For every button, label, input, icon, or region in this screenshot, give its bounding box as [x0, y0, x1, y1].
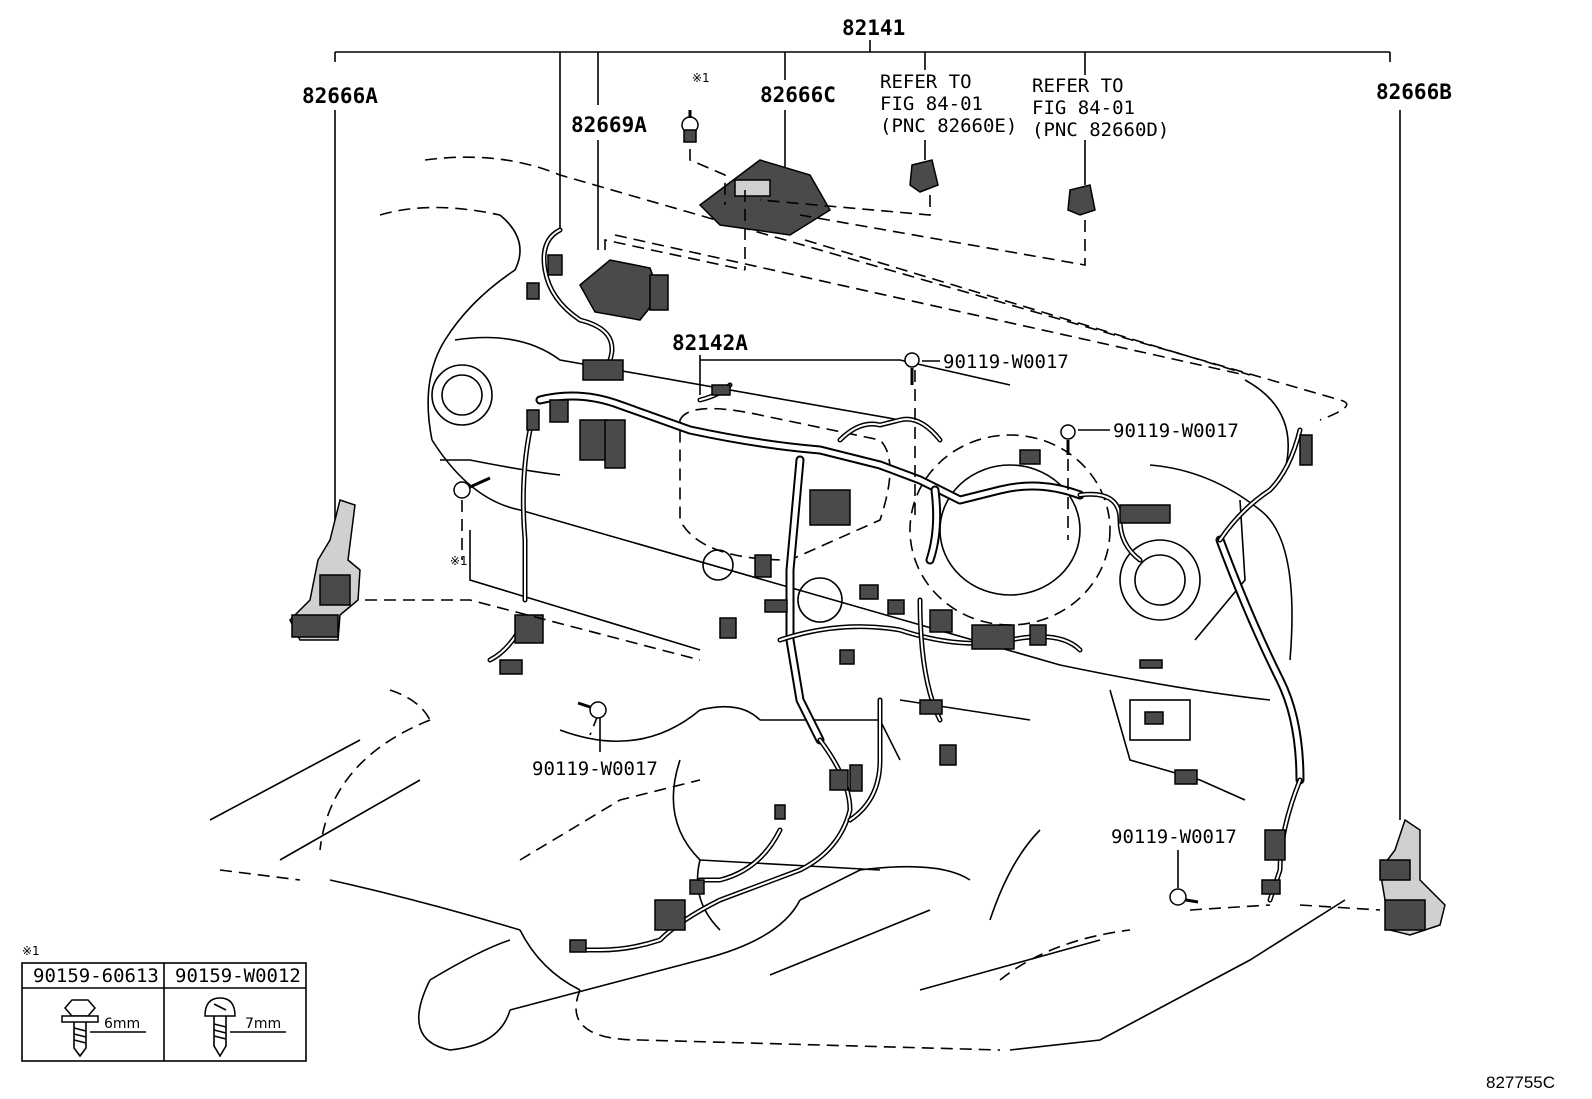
bracket-82666c	[698, 159, 832, 236]
bolt-icon-top	[681, 110, 699, 143]
top-bracket-lines	[334, 40, 1401, 820]
label-sub-harness: 82142A	[672, 331, 748, 355]
note-mark-left: ※1	[450, 554, 468, 568]
label-bracket-c: 82666C	[760, 83, 836, 107]
table-note-mark: ※1	[22, 944, 40, 958]
bolt-label-2: 90119-W0017	[1113, 420, 1239, 442]
refer-82660d: REFER TO FIG 84-01 (PNC 82660D)	[1032, 75, 1169, 141]
bolt-icon-dash-right	[1060, 424, 1076, 455]
table-part-2: 90159-W0012	[175, 965, 301, 987]
dashboard-outline	[379, 156, 1348, 801]
bolt-icon-lower-left	[577, 701, 607, 719]
refer-d-line3: (PNC 82660D)	[1032, 119, 1169, 141]
assembly-dashed-lines	[365, 130, 1381, 911]
table-size-1: 6mm	[104, 1016, 140, 1032]
bolt-label-3: 90119-W0017	[532, 758, 658, 780]
flange-bolt-icon	[61, 999, 99, 1058]
refer-e-line3: (PNC 82660E)	[880, 115, 1017, 137]
label-main-harness: 82141	[842, 16, 905, 40]
bolt-icon-dash-center	[904, 352, 920, 385]
floor-outline	[209, 689, 1346, 1051]
connectors	[499, 254, 1313, 953]
label-bracket-a: 82666A	[302, 84, 378, 108]
bracket-82666a	[289, 499, 361, 641]
label-relay-block: 82669A	[571, 113, 647, 137]
refer-d-line1: REFER TO	[1032, 75, 1124, 97]
fastener-table: ※1 90159-60613 90159-W0012 6mm 7mm	[21, 944, 307, 1062]
table-size-2: 7mm	[245, 1016, 281, 1032]
tapping-screw-icon	[204, 997, 236, 1058]
refer-e-line1: REFER TO	[880, 71, 972, 93]
refer-82660e: REFER TO FIG 84-01 (PNC 82660E)	[880, 71, 1017, 137]
bolt-label-4: 90119-W0017	[1111, 826, 1237, 848]
part-82660e	[909, 159, 939, 193]
refer-d-line2: FIG 84-01	[1032, 97, 1135, 119]
bracket-82666b	[1379, 818, 1446, 936]
table-part-1: 90159-60613	[33, 965, 159, 987]
bolt-icon-left	[453, 476, 491, 499]
relay-block-82669a	[579, 259, 669, 321]
bolt-icon-lower-right	[1169, 888, 1199, 906]
part-82660d	[1067, 184, 1096, 216]
main-harness	[535, 391, 1305, 785]
note-mark-top: ※1	[692, 71, 710, 85]
bolt-icons	[453, 110, 1199, 906]
bolt-label-1: 90119-W0017	[943, 351, 1069, 373]
figure-id: 827755C	[1486, 1073, 1555, 1092]
refer-e-line2: FIG 84-01	[880, 93, 983, 115]
label-bracket-b: 82666B	[1376, 80, 1452, 104]
